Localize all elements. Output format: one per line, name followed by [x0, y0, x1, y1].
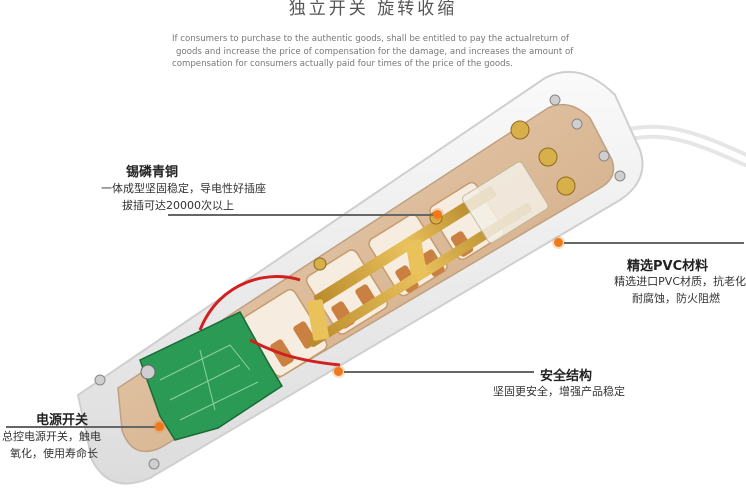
switch-description: 总控电源开关，触电 氧化，使用寿命长: [2, 430, 101, 460]
safety-heading: 安全结构: [540, 369, 593, 384]
copper-heading: 锡磷青铜: [126, 165, 179, 180]
page-title: 独立开关 旋转收缩: [288, 0, 458, 19]
pvc-heading: 精选PVC材料: [627, 259, 709, 274]
pvc-leader: [564, 242, 744, 244]
copper-marker: [433, 210, 442, 219]
disclaimer-text: If consumers to purchase to the authenti…: [172, 34, 574, 69]
switch-heading: 电源开关: [36, 413, 89, 428]
pvc-marker: [554, 238, 563, 247]
copper-description: 一体成型坚固稳定，导电性好插座 拔插可达20000次以上: [101, 182, 266, 212]
pvc-description: 精选进口PVC材质，抗老化 耐腐蚀，防火阻燃: [614, 275, 746, 305]
safety-description: 坚固更安全，增强产品稳定: [493, 385, 625, 398]
safety-leader: [344, 371, 534, 373]
copper-leader: [168, 214, 434, 216]
switch-leader: [6, 426, 156, 428]
safety-marker: [334, 367, 343, 376]
switch-marker: [155, 422, 164, 431]
